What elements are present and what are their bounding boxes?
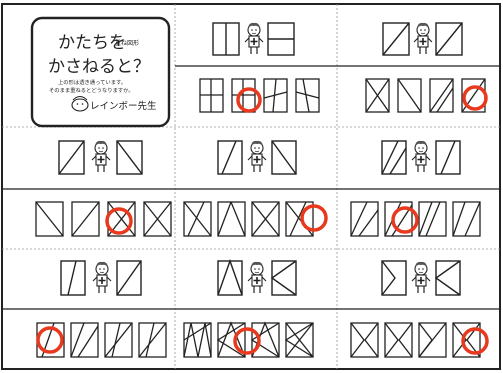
note-line1: 上の形は透き通っています。: [58, 78, 126, 86]
subtitle: 重ね図形: [115, 39, 139, 47]
rainbow-cloud-logo-icon: [72, 97, 88, 112]
brand: レインボー先生: [90, 100, 157, 112]
title-line2: かさねると？: [48, 57, 150, 77]
note-line2: そのまま重ねるとどうなりますか。: [49, 86, 134, 94]
header-card: かたちを 重ね図形 かさねると？ 上の形は透き通っています。 そのまま重ねるとど…: [32, 18, 169, 126]
